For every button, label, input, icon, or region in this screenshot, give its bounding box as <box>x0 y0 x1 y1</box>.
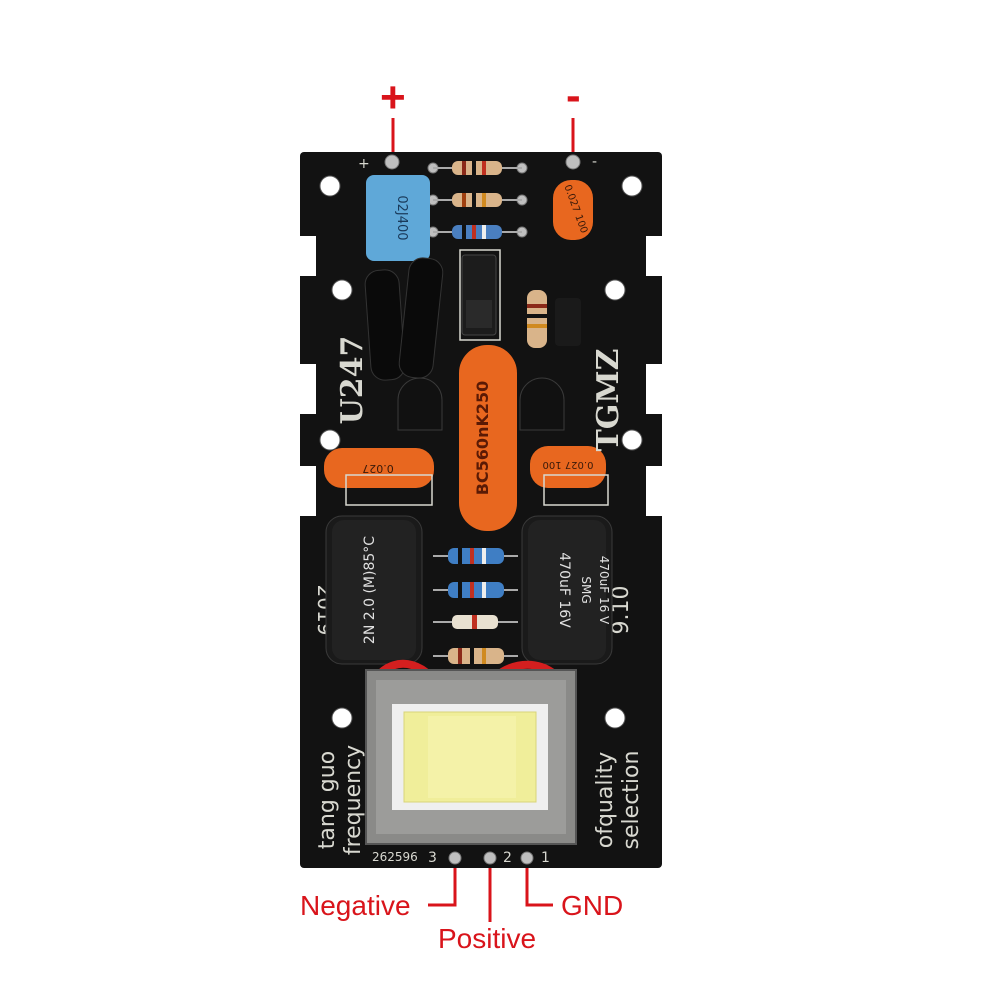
pcb-plus-mark: + <box>358 156 370 172</box>
orange-capacitor-top: 0.027 100 <box>553 180 593 240</box>
pcb-pin-3: 3 <box>428 850 437 866</box>
pin-gnd-label: GND <box>561 890 624 921</box>
pcb-model-right: TGMZ <box>591 348 626 451</box>
electrolytic-capacitor-right: 470uF 16V SMG 470uF 16 V <box>521 515 613 665</box>
svg-text:0.027 100: 0.027 100 <box>543 459 594 470</box>
pcb-pin-2: 2 <box>503 850 512 866</box>
svg-text:02J400: 02J400 <box>394 195 409 240</box>
footer-right-line1: ofquality <box>593 752 618 848</box>
footer-left-line1: tang guo <box>315 751 340 849</box>
electrolytic-capacitor-left: 2N 2.0 (M)85°C <box>325 515 423 665</box>
blue-film-capacitor: 02J400 <box>366 175 430 261</box>
svg-text:BC560nK250: BC560nK250 <box>473 381 492 496</box>
large-orange-capacitor: BC560nK250 <box>459 345 517 531</box>
minus-terminal-label: - <box>566 71 581 120</box>
orange-capacitor-left: 0.027 <box>324 448 434 488</box>
pin-negative-label: Negative <box>300 890 411 921</box>
pcb-model-left: U247 <box>335 336 370 425</box>
transistors <box>397 377 565 431</box>
resistor-vertical <box>527 290 581 348</box>
audio-transformer <box>365 659 577 845</box>
resistors-middle <box>433 548 518 664</box>
svg-text:470uF 16V: 470uF 16V <box>556 552 572 628</box>
pcb-minus-mark: - <box>592 154 597 170</box>
svg-text:SMG: SMG <box>579 576 593 603</box>
orange-capacitor-right: 0.027 100 <box>530 446 606 488</box>
black-film-capacitors <box>364 257 444 381</box>
pcb-serial: 262596 <box>372 850 418 864</box>
footer-left-line2: frequency <box>341 745 366 855</box>
pin-positive-label: Positive <box>438 923 537 954</box>
resistors-top <box>433 161 522 239</box>
svg-text:2N 2.0 (M)85°C: 2N 2.0 (M)85°C <box>362 536 378 644</box>
mounting-holes <box>319 175 643 729</box>
plus-terminal-label: + <box>380 73 406 122</box>
pcb-pin-1: 1 <box>541 850 550 866</box>
svg-text:470uF 16 V: 470uF 16 V <box>597 556 611 625</box>
footer-right-line2: selection <box>619 751 644 850</box>
svg-text:0.027: 0.027 <box>362 462 394 475</box>
pcb-date: 9.10 <box>609 586 634 635</box>
